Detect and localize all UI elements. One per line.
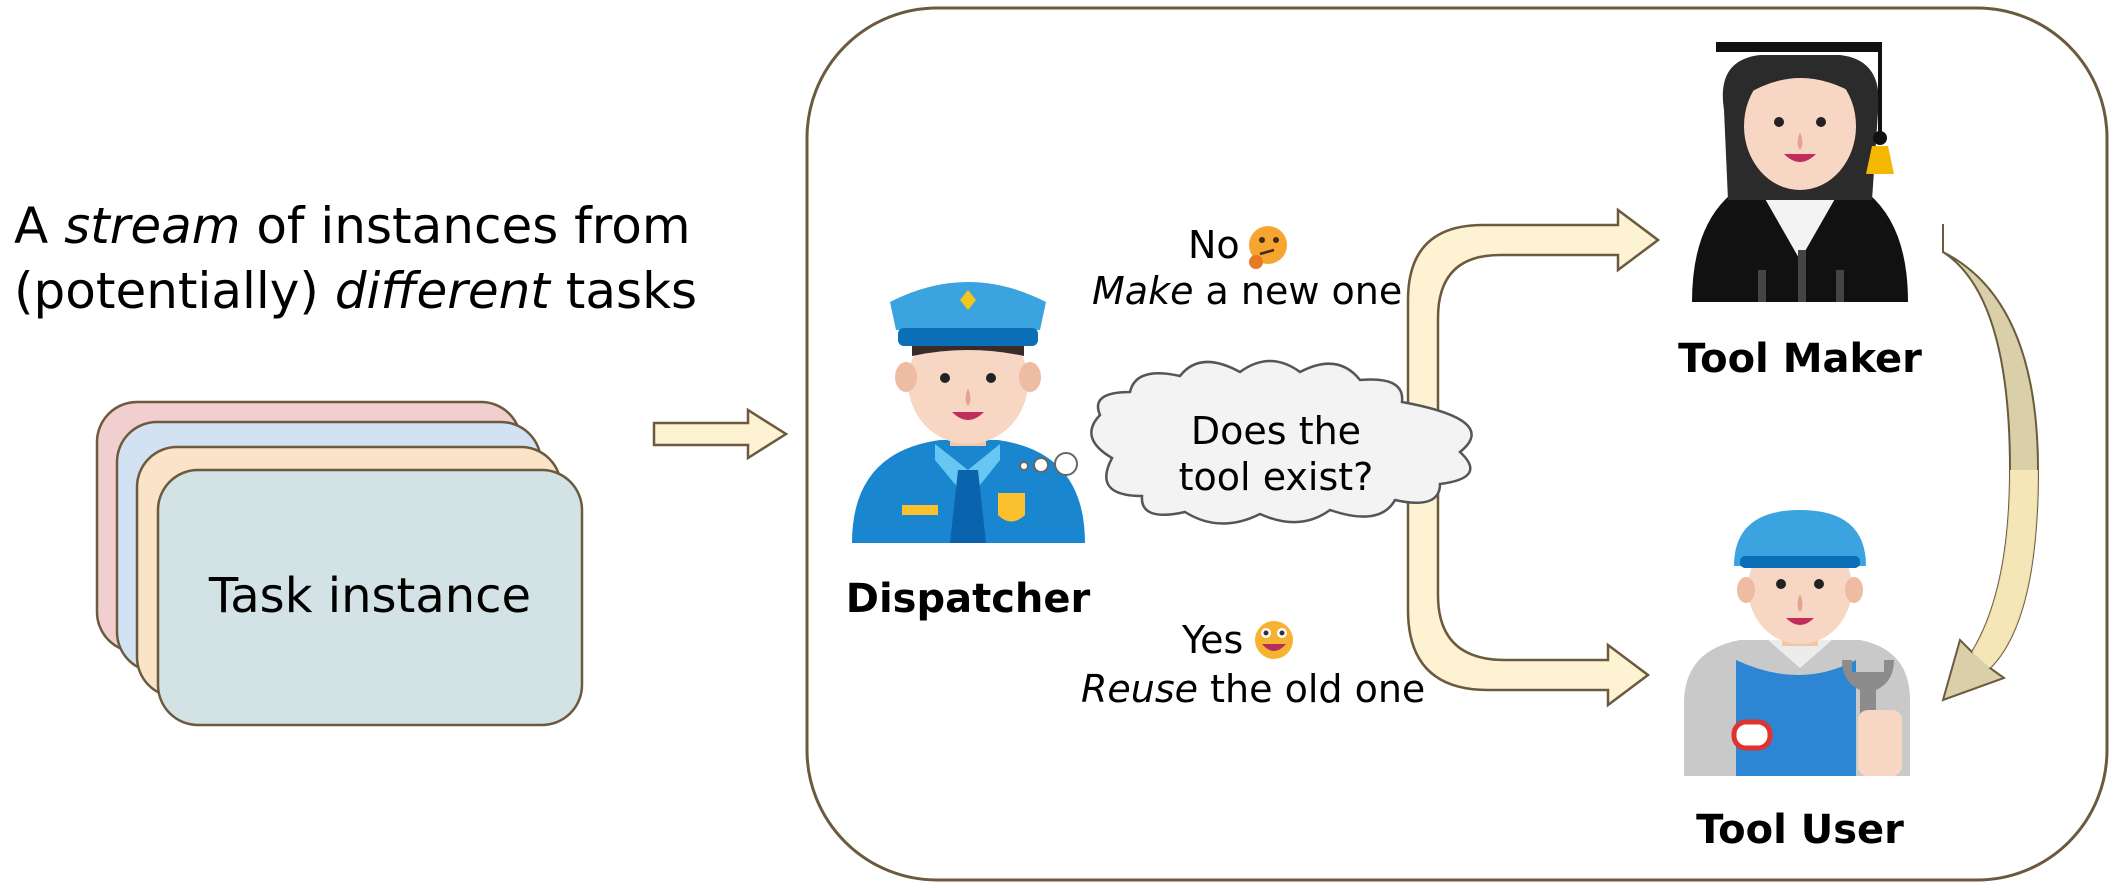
- dispatcher-label: Dispatcher: [846, 576, 1091, 622]
- branch-yes-action: Reuse the old one: [1081, 667, 1425, 711]
- thought-line1: Does the: [1191, 409, 1361, 453]
- branch-yes-answer: Yes: [1181, 618, 1243, 662]
- thought-cloud: [1090, 359, 1473, 525]
- input-arrow: [652, 407, 789, 461]
- task-card-label: Task instance: [208, 568, 531, 624]
- thinking-face-icon: [1249, 226, 1287, 269]
- arrow-maker-to-user-highlight: [1972, 470, 2038, 668]
- stream-text-line2: (potentially) different tasks: [14, 262, 697, 320]
- grinning-face-icon: [1255, 621, 1293, 659]
- system-panel: [805, 6, 2109, 882]
- arrow-to-tool-maker: [1406, 207, 1661, 442]
- branch-no-answer: No: [1188, 223, 1240, 267]
- dispatcher-icon: [852, 282, 1085, 543]
- tool-maker-icon: [1692, 42, 1908, 302]
- task-card-front: [156, 468, 584, 727]
- tool-user-label: Tool User: [1696, 807, 1904, 853]
- tool-maker-label: Tool Maker: [1678, 336, 1922, 382]
- thought-line2: tool exist?: [1179, 455, 1374, 499]
- tool-user-icon: [1684, 510, 1910, 776]
- branch-no-action: Make a new one: [1092, 269, 1402, 313]
- stream-text-line1: A stream of instances from: [14, 197, 691, 255]
- task-card-stack: Task instance: [95, 400, 584, 727]
